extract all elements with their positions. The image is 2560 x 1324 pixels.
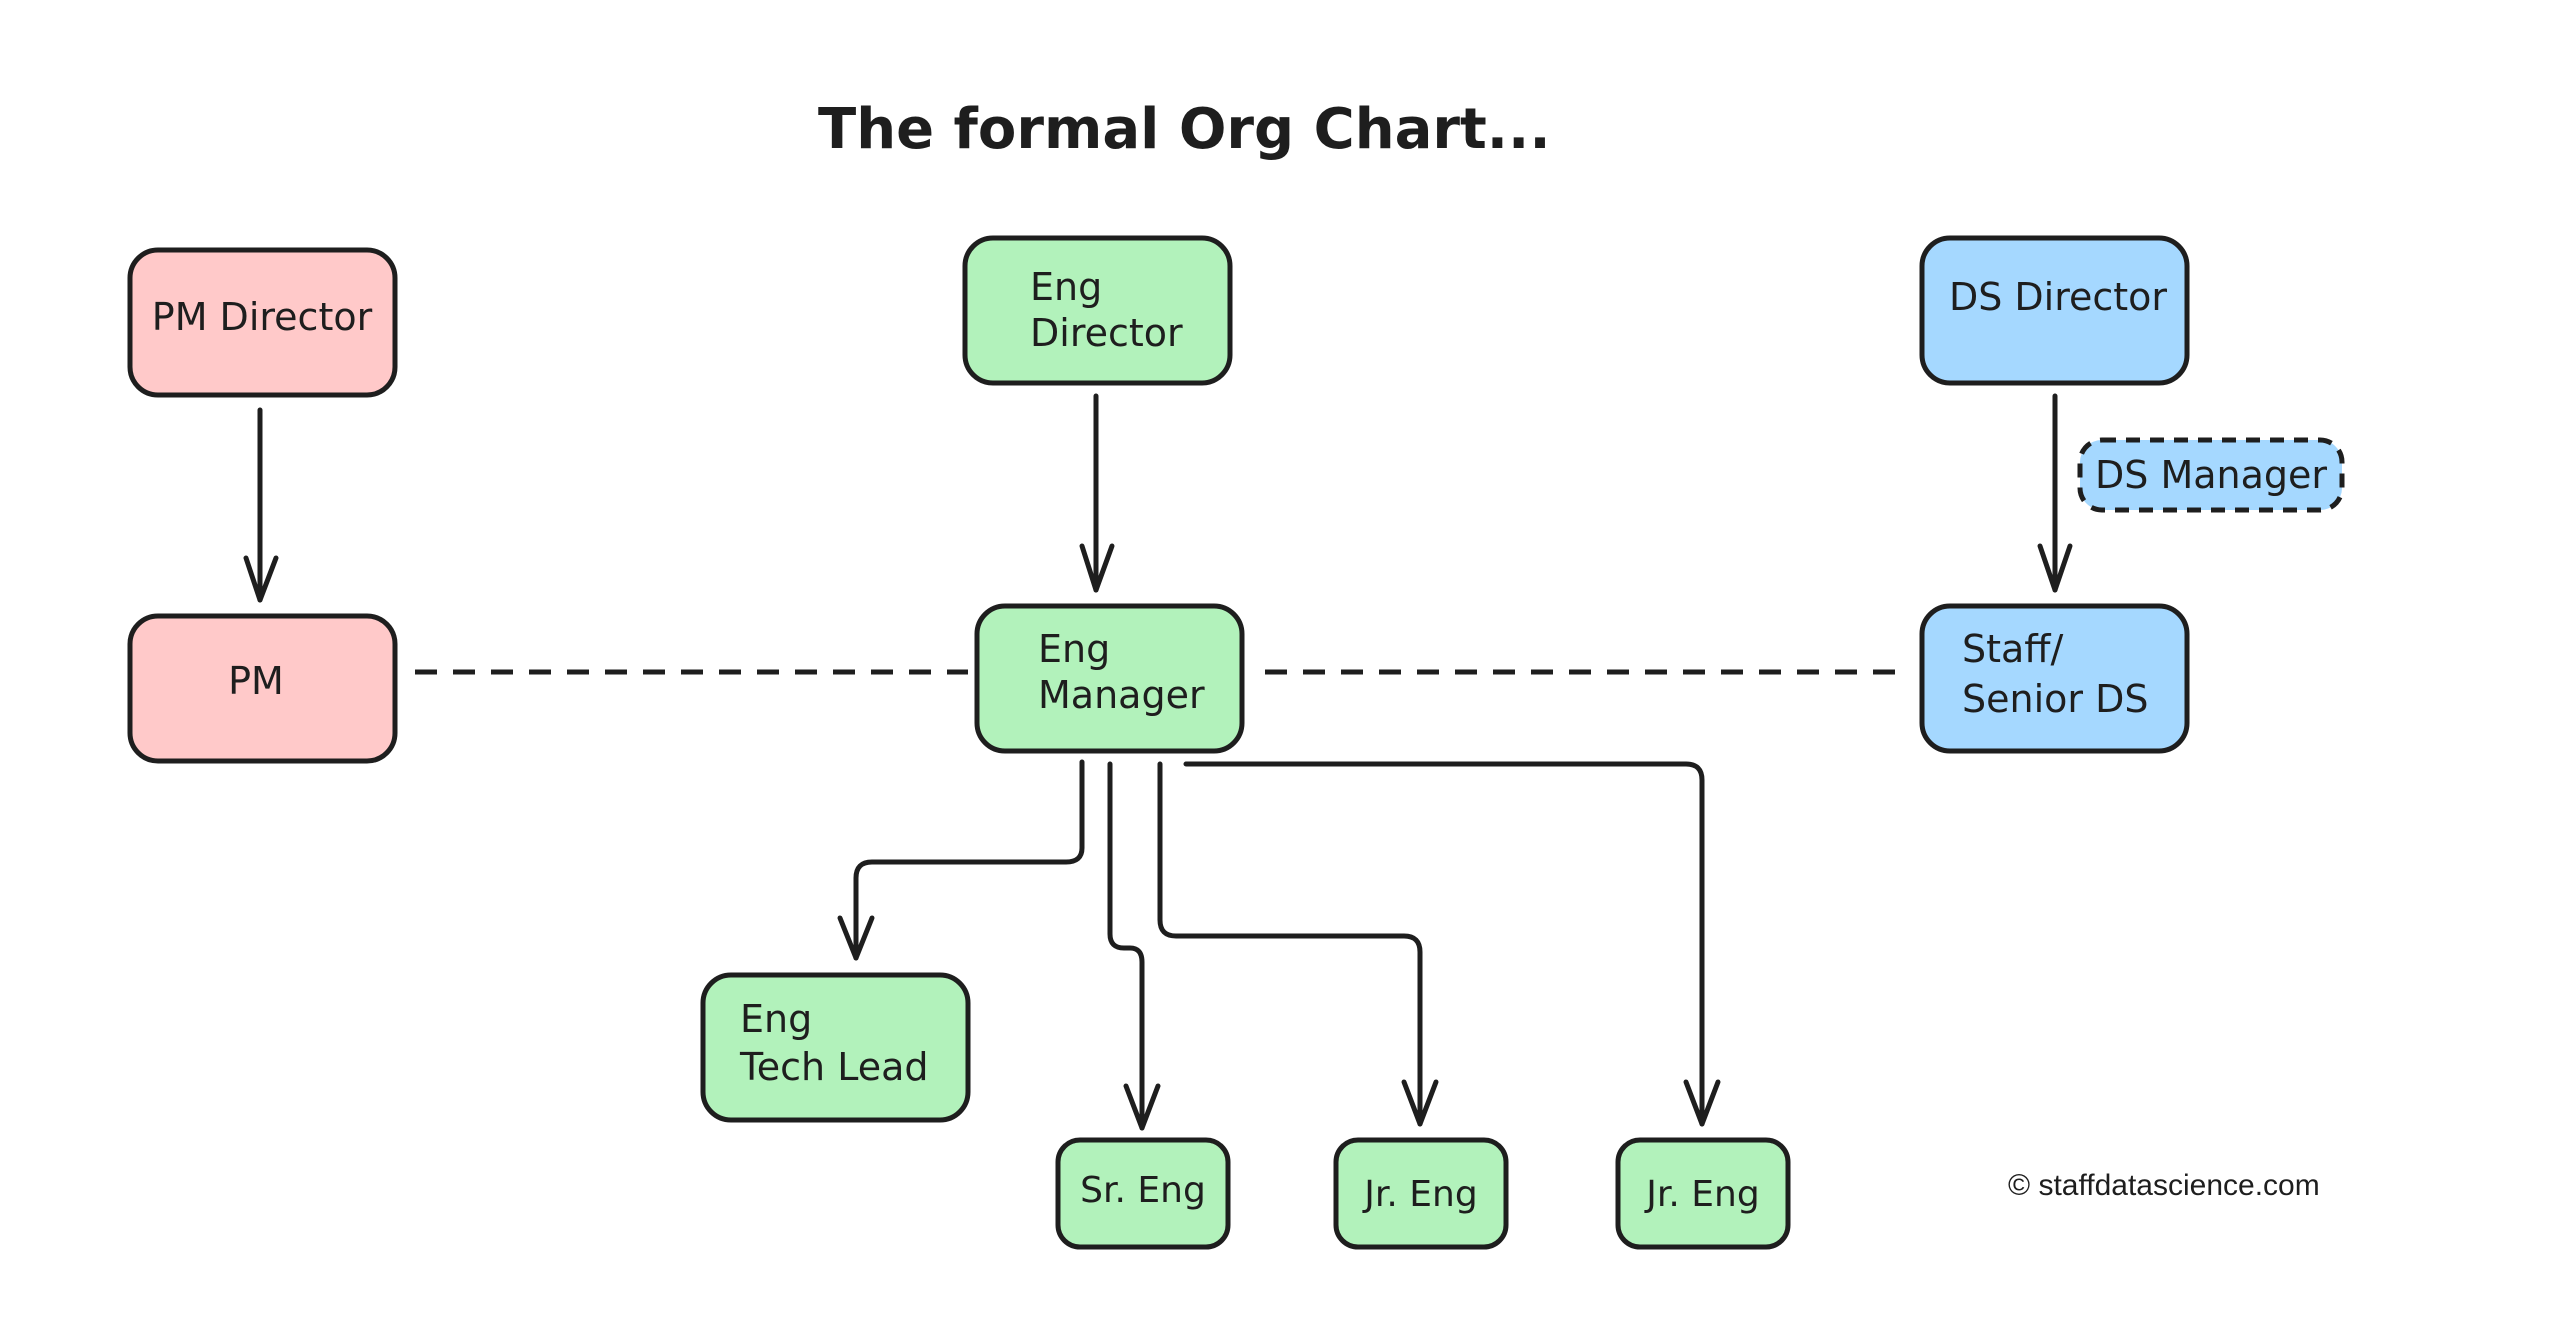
node-label-line2: Manager (1038, 673, 1205, 717)
node-eng-director: Eng Director (962, 235, 1233, 386)
node-jr-eng-1: Jr. Eng (1333, 1137, 1509, 1250)
node-sr-eng: Sr. Eng (1055, 1137, 1231, 1250)
arrow-engmanager-to-jreng1 (1157, 761, 1423, 1127)
node-label: DS Director (1949, 275, 2167, 319)
node-eng-tech-lead: Eng Tech Lead (700, 972, 971, 1123)
node-ds-manager: DS Manager (2077, 437, 2345, 513)
node-pm-director: PM Director (127, 247, 398, 398)
arrowhead-sreng (1123, 1083, 1161, 1131)
arrow-engmanager-to-jreng2 (1183, 761, 1705, 1127)
arrowhead-jreng1 (1401, 1079, 1439, 1127)
arrow-engmanager-to-techlead (853, 759, 1085, 961)
node-label: PM (228, 659, 284, 703)
node-label: Sr. Eng (1080, 1170, 1206, 1211)
node-label: Jr. Eng (1362, 1174, 1477, 1215)
node-ds-director: DS Director (1919, 235, 2190, 386)
node-pm: PM (127, 613, 398, 764)
chart-title: The formal Org Chart... (818, 97, 1551, 162)
node-label-line1: Eng (740, 997, 812, 1041)
node-eng-manager: Eng Manager (974, 603, 1245, 754)
arrowhead-techlead (837, 915, 875, 961)
arrow-engmanager-to-sreng (1107, 761, 1145, 1131)
node-jr-eng-2: Jr. Eng (1615, 1137, 1791, 1250)
node-label-line1: Eng (1030, 265, 1102, 309)
arrowhead-jreng2 (1683, 1079, 1721, 1127)
node-label: PM Director (152, 295, 373, 339)
node-label-line2: Senior DS (1962, 677, 2148, 721)
copyright-credit: © staffdatascience.com (2008, 1169, 2320, 1202)
node-label-line1: Staff/ (1962, 627, 2063, 671)
node-label-line2: Director (1030, 311, 1183, 355)
node-label: DS Manager (2095, 453, 2327, 497)
node-label-line2: Tech Lead (739, 1045, 928, 1089)
arrowhead-engmanager (1079, 543, 1115, 593)
node-label-line1: Eng (1038, 627, 1110, 671)
arrowhead-staffds (2037, 543, 2073, 593)
arrowhead-pm (243, 555, 279, 603)
node-label: Jr. Eng (1644, 1174, 1759, 1215)
node-staff-senior-ds: Staff/ Senior DS (1919, 603, 2190, 754)
